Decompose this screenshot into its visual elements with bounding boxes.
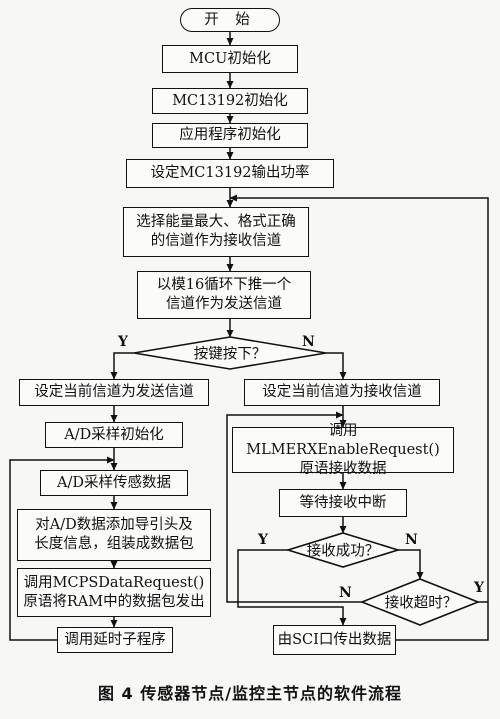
loop-timeout-yes [229, 194, 489, 603]
sci-out-node: 由SCI口传出数据 [273, 625, 396, 655]
set-recv-channel-node: 设定当前信道为接收信道 [244, 379, 440, 406]
mcps-request-node: 调用MCPSDataRequest() 原语将RAM中的数据包发出 [17, 568, 211, 617]
loop-timeout-no [226, 411, 362, 603]
label-recv-no: N [405, 532, 418, 548]
next-channel-node: 以模16循环下推一个 信道作为发送信道 [137, 271, 311, 319]
label-timeout-yes: Y [474, 580, 484, 596]
mc13192-init-node: MC13192初始化 [152, 88, 308, 114]
figure-caption: 图 4 传感器节点/监控主节点的软件流程 [97, 684, 403, 703]
add-header-node: 对A/D数据添加导引头及 长度信息，组装成数据包 [17, 509, 211, 561]
key-pressed-text: 按键按下？ [193, 346, 267, 363]
mlme-request-node: 调用MLMERXEnableRequest() 原语接收数据 [232, 423, 454, 477]
ad-sample-node: A/D采样传感数据 [40, 470, 188, 496]
start-node: 开 始 [180, 8, 280, 32]
decision-recv-timeout-shape [359, 578, 481, 626]
wait-interrupt-node: 等待接收中断 [279, 489, 407, 517]
decision-key-pressed-shape [133, 336, 327, 370]
loop-delay-to-sample [9, 456, 115, 641]
label-recv-yes: Y [258, 532, 268, 548]
delay-node: 调用延时子程序 [57, 627, 173, 653]
label-key-no: N [302, 334, 315, 350]
decision-recv-ok-shape [285, 532, 401, 568]
label-timeout-no: N [339, 585, 352, 601]
recv-ok-text: 接收成功？ [306, 543, 380, 560]
select-channel-node: 选择能量最大、格式正确 的信道作为接收信道 [123, 207, 309, 257]
set-send-channel-node: 设定当前信道为发送信道 [19, 379, 209, 406]
loop-sci-to-power [396, 602, 489, 641]
ad-init-node: A/D采样初始化 [45, 422, 183, 448]
set-power-node: 设定MC13192输出功率 [126, 159, 334, 188]
arrow-recvok-yes [237, 549, 347, 626]
mcu-init-node: MCU初始化 [162, 45, 298, 73]
arrow-key-no [326, 352, 347, 380]
arrow-recvok-no [398, 549, 424, 580]
recv-timeout-text: 接收超时？ [384, 595, 458, 612]
app-init-node: 应用程序初始化 [152, 123, 308, 148]
label-key-yes: Y [118, 334, 128, 350]
arrow-key-yes [110, 352, 134, 380]
